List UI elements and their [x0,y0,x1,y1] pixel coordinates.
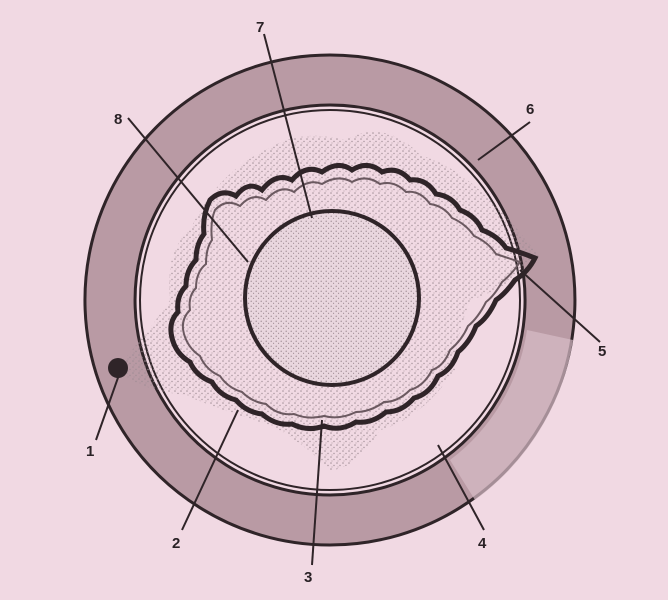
callout-label-3: 3 [304,569,312,586]
central-core [245,211,419,385]
callout-label-6: 6 [526,101,534,118]
callout-label-1: 1 [86,443,94,460]
callout-label-5: 5 [598,343,606,360]
callout-label-2: 2 [172,535,180,552]
callout-label-7: 7 [256,19,264,36]
callout-label-8: 8 [114,111,122,128]
callout-label-4: 4 [478,535,487,552]
